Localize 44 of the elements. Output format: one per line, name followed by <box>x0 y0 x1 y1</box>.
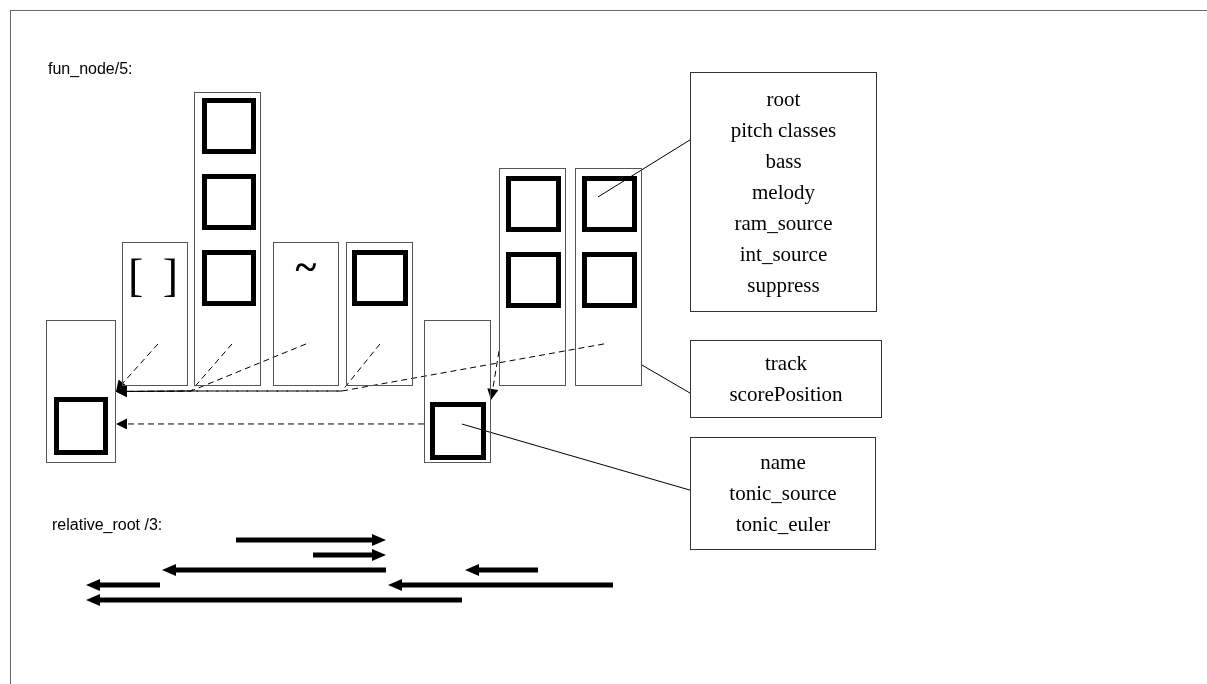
arrow <box>115 418 425 430</box>
leader-line <box>597 139 691 198</box>
arrow <box>115 343 159 392</box>
column-box <box>424 320 491 463</box>
arrow <box>115 343 605 397</box>
column-box <box>122 242 188 386</box>
field-name: int_source <box>739 240 828 268</box>
attribute-box <box>690 72 877 312</box>
field-name: bass <box>765 147 802 175</box>
column-box <box>46 320 116 463</box>
arrow <box>487 350 500 401</box>
leader-line <box>461 423 691 491</box>
slot-square <box>352 250 408 306</box>
attribute-box <box>690 340 882 418</box>
field-name: tonic_euler <box>735 511 831 538</box>
section-heading: relative_root /3: <box>52 516 163 534</box>
section-heading: fun_node/5: <box>48 60 133 78</box>
column-box <box>575 168 642 386</box>
attribute-box <box>690 437 876 550</box>
field-name: melody <box>752 178 815 206</box>
slot-square <box>430 402 486 460</box>
field-name: tonic_source <box>729 480 837 507</box>
slot-square <box>202 174 256 230</box>
tilde-symbol: ~ <box>295 247 317 287</box>
column-box <box>499 168 566 386</box>
field-name: root <box>766 85 801 113</box>
column-box <box>273 242 339 386</box>
column-box <box>194 92 261 386</box>
slot-square <box>202 250 256 306</box>
field-name: ram_source <box>734 209 833 237</box>
field-name: pitch classes <box>730 116 837 144</box>
leader-line <box>641 364 691 394</box>
slot-square <box>582 252 637 308</box>
field-name: track <box>765 350 807 377</box>
field-name: scorePosition <box>729 381 843 408</box>
slot-square <box>54 397 108 455</box>
column-box <box>346 242 413 386</box>
slot-square <box>202 98 256 154</box>
field-name: name <box>760 449 806 476</box>
slot-square <box>506 176 561 232</box>
slot-square <box>582 176 637 232</box>
bracket-symbol: [ ] <box>127 253 183 299</box>
slot-square <box>506 252 561 308</box>
field-name: suppress <box>747 271 820 299</box>
